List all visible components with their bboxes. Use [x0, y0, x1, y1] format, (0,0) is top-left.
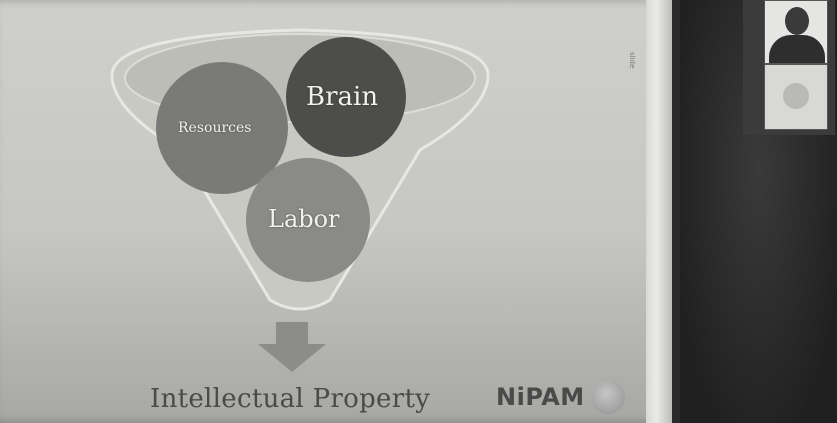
- logo-text: NiPAM: [496, 383, 585, 411]
- arrow-stem: [276, 322, 308, 344]
- avatar-icon: [783, 83, 809, 109]
- nipam-logo: NiPAM: [496, 380, 625, 414]
- resources-label: Resources: [178, 120, 252, 136]
- slide-title: Intellectual Property: [150, 384, 431, 414]
- logo-emblem-icon: [590, 380, 625, 414]
- labor-label: Labor: [268, 205, 340, 233]
- person-body: [769, 35, 825, 63]
- brain-circle: [286, 37, 406, 157]
- participant-avatar-tile[interactable]: [764, 64, 828, 130]
- person-head: [785, 7, 809, 35]
- brain-label: Brain: [306, 82, 379, 112]
- down-arrow-icon: [258, 344, 326, 372]
- slide-side-text: slide: [628, 52, 636, 69]
- funnel-diagram: [110, 28, 490, 372]
- participant-video-tile[interactable]: [764, 0, 828, 64]
- labor-circle: [246, 158, 370, 282]
- presentation-slide: Brain Resources Labor Intellectual Prope…: [0, 0, 672, 423]
- resources-circle: [156, 62, 288, 194]
- slide-border: [646, 0, 672, 423]
